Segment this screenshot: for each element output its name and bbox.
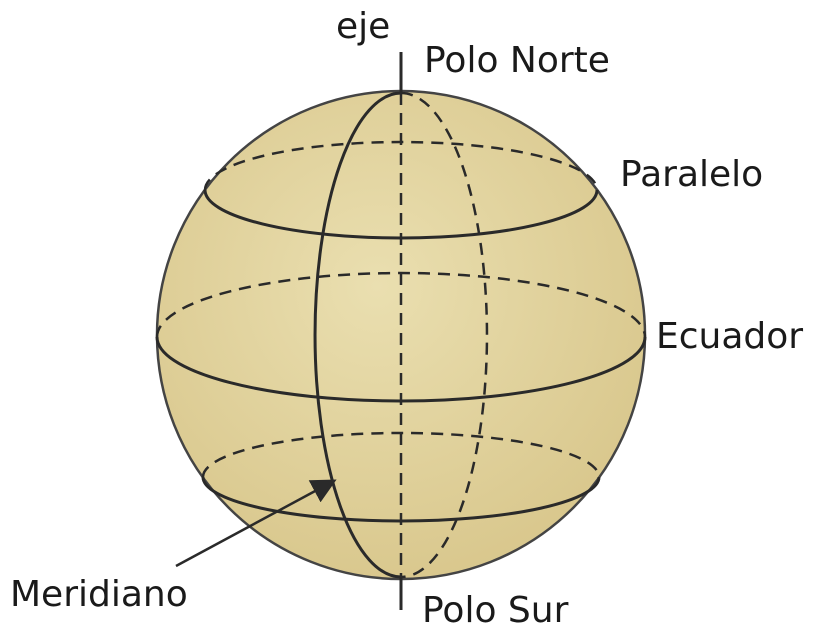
meridian-back <box>400 91 489 579</box>
parallel-label: Paralelo <box>620 154 763 195</box>
south-pole-label: Polo Sur <box>422 590 569 629</box>
meridian-label: Meridiano <box>10 574 188 615</box>
meridian-front <box>313 91 402 579</box>
north-pole-label: Polo Norte <box>424 40 610 81</box>
meridian-arrow <box>175 479 337 568</box>
equator-label: Ecuador <box>656 316 803 357</box>
axis-label: eje <box>336 6 390 47</box>
